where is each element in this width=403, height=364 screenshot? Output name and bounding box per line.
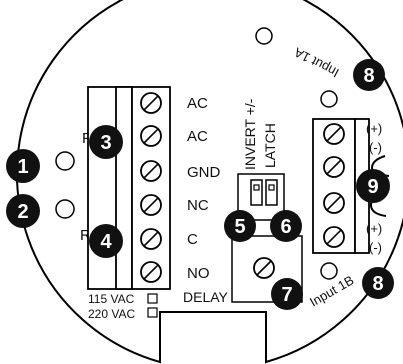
svg-text:7: 7 [281, 284, 292, 306]
terminal-label-6: NO [187, 265, 210, 282]
svg-text:4: 4 [100, 231, 112, 253]
callout-8-bottom: 8 [362, 267, 394, 299]
terminal-screw-right-1 [323, 123, 345, 145]
delay-pot-screw-slot [256, 260, 272, 276]
dip-switch-invert-knob [253, 184, 260, 191]
svg-text:2: 2 [17, 201, 28, 223]
terminal-screw-left-4 [140, 194, 162, 216]
terminal-screw-right-2 [323, 156, 345, 178]
svg-text:1: 1 [17, 156, 28, 178]
callout-9: 9 [356, 169, 390, 203]
callout-2: 2 [6, 194, 40, 228]
invert-switch-label: INVERT +/- [242, 98, 258, 170]
voltage-box-220 [147, 307, 158, 318]
mounting-hole-right-upper [320, 90, 338, 108]
dip-switch-invert [250, 179, 263, 206]
svg-text:3: 3 [100, 132, 111, 154]
led-p [55, 151, 75, 171]
callout-1: 1 [6, 149, 40, 183]
voltage-label-220: 220 VAC [88, 307, 135, 321]
polarity-label-2: (-) [369, 140, 382, 155]
mounting-hole-top [255, 27, 273, 45]
terminal-screw-right-3 [323, 192, 345, 214]
callout-6: 6 [270, 210, 302, 242]
callout-4: 4 [89, 224, 123, 258]
dip-switch-latch-knob [268, 184, 275, 191]
callout-8-top: 8 [353, 59, 385, 91]
terminal-label-4: NC [187, 197, 209, 214]
delay-label: DELAY [183, 289, 229, 305]
voltage-box-115 [147, 293, 158, 304]
terminal-screw-left-3 [140, 160, 162, 182]
polarity-label-1: (+) [366, 121, 382, 136]
dip-switch-latch [265, 179, 278, 206]
terminal-screw-left-2 [140, 125, 162, 147]
terminal-label-5: C [187, 231, 198, 248]
terminal-block-left-screws [131, 86, 171, 290]
polarity-label-3: (+) [366, 221, 382, 236]
callout-7: 7 [271, 278, 303, 310]
terminal-screw-left-5 [140, 228, 162, 250]
terminal-screw-left-1 [140, 92, 162, 114]
latch-switch-label: LATCH [262, 123, 278, 168]
terminal-screw-right-4 [323, 226, 345, 248]
voltage-label-115: 115 VAC [88, 292, 135, 306]
terminal-block-left-strip [115, 86, 133, 290]
led-p-label: P [82, 130, 92, 147]
terminal-label-2: AC [187, 128, 208, 145]
terminal-label-3: GND [187, 164, 221, 181]
svg-text:8: 8 [363, 65, 374, 87]
svg-text:5: 5 [234, 216, 245, 238]
svg-text:8: 8 [372, 273, 383, 295]
callout-5: 5 [224, 210, 256, 242]
led-r-label: R [80, 227, 91, 244]
terminal-label-1: AC [187, 95, 208, 112]
svg-text:9: 9 [367, 176, 378, 198]
mounting-hole-right-lower [320, 262, 338, 280]
led-r [55, 199, 75, 219]
svg-text:6: 6 [280, 216, 291, 238]
polarity-label-4: (-) [369, 240, 382, 255]
terminal-screw-left-6 [140, 261, 162, 283]
callout-3: 3 [89, 125, 123, 159]
